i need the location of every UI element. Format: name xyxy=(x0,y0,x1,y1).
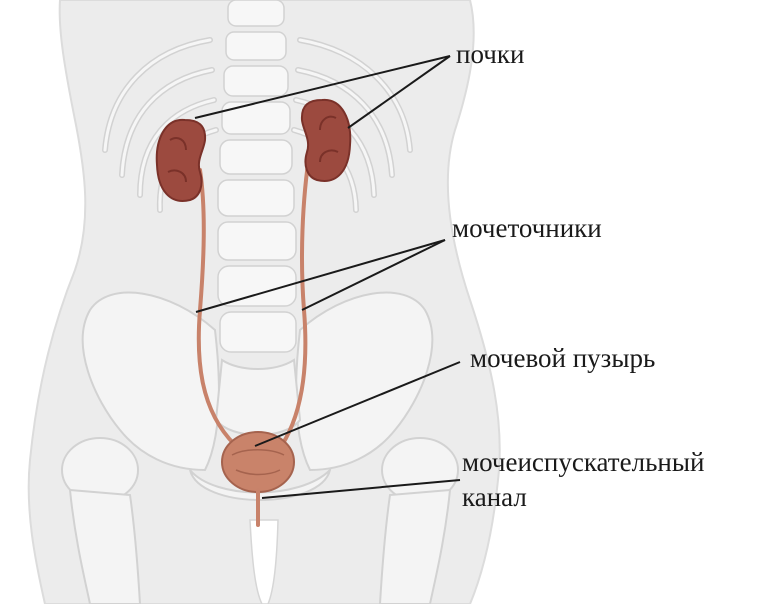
bladder xyxy=(222,432,294,492)
label-urethra-line1: мочеиспускательный xyxy=(462,446,704,479)
label-ureters: мочеточники xyxy=(452,212,602,245)
label-urethra-line2: канал xyxy=(462,481,527,514)
label-bladder: мочевой пузырь xyxy=(470,342,655,375)
right-kidney xyxy=(302,100,350,181)
label-kidneys: почки xyxy=(456,38,524,71)
left-kidney xyxy=(157,120,205,201)
